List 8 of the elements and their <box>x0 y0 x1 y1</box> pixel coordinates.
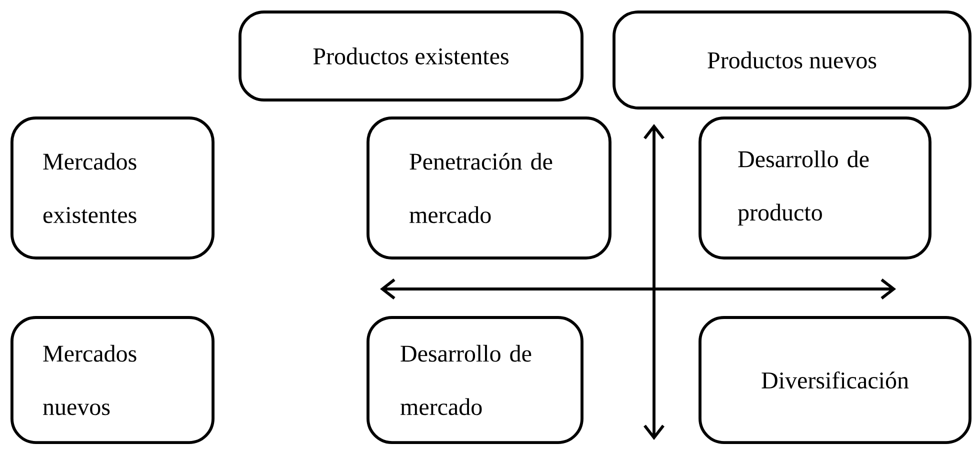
text-box: Mercados existentes <box>10 116 214 260</box>
text-box: Productos nuevos <box>612 10 972 110</box>
text-box: Diversificación <box>698 316 972 444</box>
text-box: Productos existentes <box>238 10 584 102</box>
text-box: Mercados nuevos <box>10 316 214 444</box>
text-box: Desarrollo de producto <box>698 116 932 260</box>
text-box: Desarrollo de mercado <box>366 316 584 444</box>
text-box: Penetración de mercado <box>366 116 612 260</box>
